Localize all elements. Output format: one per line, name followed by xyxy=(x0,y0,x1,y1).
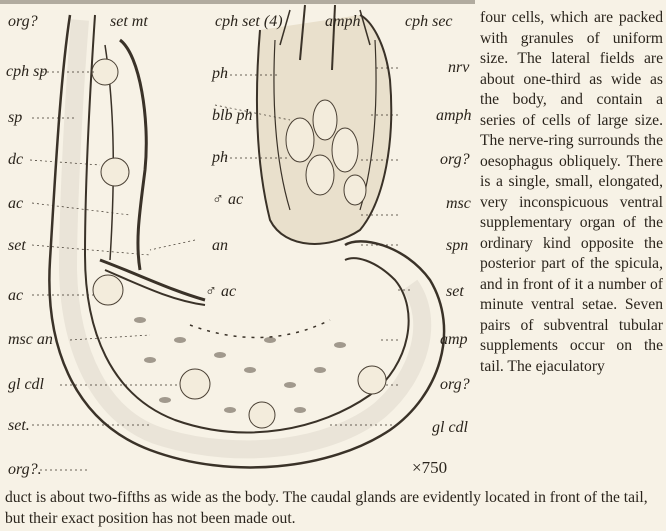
magnification: ×750 xyxy=(412,458,447,478)
label-org-right1: org? xyxy=(440,152,470,168)
label-ph-2: ph xyxy=(212,150,228,166)
label-ac-2: ac xyxy=(8,288,23,304)
side-paragraph: four cells, which are packed with granul… xyxy=(480,8,663,377)
label-org-top: org? xyxy=(8,14,38,30)
label-set-mt: set mt xyxy=(110,14,148,30)
label-set-left: set xyxy=(8,238,26,254)
label-set-right: set xyxy=(446,284,464,300)
label-org-right2: org? xyxy=(440,377,470,393)
label-an: an xyxy=(212,238,228,254)
bottom-paragraph: duct is about two-fifths as wide as the … xyxy=(5,488,661,529)
label-male-ac-2: ♂ ac xyxy=(205,284,236,300)
label-ac-1: ac xyxy=(8,196,23,212)
label-spn: spn xyxy=(446,238,468,254)
label-org-bottom: org?. xyxy=(8,462,42,478)
label-nrv: nrv xyxy=(448,60,469,76)
label-male-ac-1: ♂ ac xyxy=(212,192,243,208)
label-dc: dc xyxy=(8,152,23,168)
label-blb-ph: blb ph xyxy=(212,108,252,124)
label-gl-cdl-left: gl cdl xyxy=(8,377,44,393)
label-amp: amp xyxy=(440,332,468,348)
label-gl-cdl-right: gl cdl xyxy=(432,420,468,436)
label-ph-1: ph xyxy=(212,66,228,82)
label-msc-an: msc an xyxy=(8,332,53,348)
nematode-illustration xyxy=(0,0,475,485)
label-cph-sp: cph sp xyxy=(6,64,47,80)
label-cph-sec: cph sec xyxy=(405,14,453,30)
figure: org? set mt cph set (4) amph cph sec cph… xyxy=(0,0,475,485)
label-amph-right: amph xyxy=(436,108,472,124)
label-sp: sp xyxy=(8,110,22,126)
label-msc-right: msc xyxy=(446,196,471,212)
label-cph-set: cph set (4) xyxy=(215,14,283,30)
label-set-bottom: set. xyxy=(8,418,30,434)
label-amph-top: amph xyxy=(325,14,361,30)
